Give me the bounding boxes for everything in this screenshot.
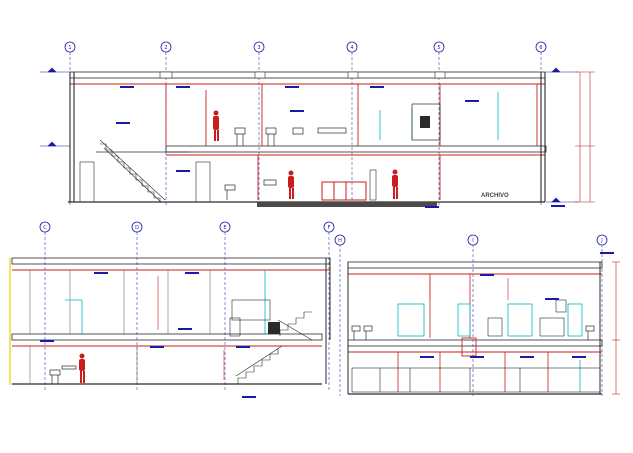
room-label-archive: ARCHIVO <box>481 193 509 199</box>
mid-slab-br <box>347 339 603 347</box>
grid-label: I <box>472 238 473 244</box>
grid-lines-br <box>339 244 603 396</box>
grid-bubble-icon <box>64 41 76 53</box>
annotation-tags-top <box>116 86 565 208</box>
grid-bubble-icon <box>334 234 346 246</box>
grid-label: 4 <box>350 45 353 51</box>
elevation-marker-icon <box>40 67 578 203</box>
door <box>79 161 95 203</box>
grid-bubble-icon <box>467 234 479 246</box>
chair-icon <box>351 325 595 340</box>
grid-lines-top <box>69 52 542 205</box>
chair-icon <box>224 127 347 200</box>
door <box>195 161 211 203</box>
grid-bubble-icon <box>346 41 358 53</box>
grid-label: 2 <box>164 45 167 51</box>
human-figure-icon <box>213 110 219 141</box>
roof-slab-br <box>347 261 603 269</box>
walls-br <box>347 262 601 394</box>
grid-label: E <box>223 225 226 231</box>
glass-panels-br <box>397 303 583 392</box>
stair-core <box>268 322 280 334</box>
annotation-tags-bl <box>40 272 256 398</box>
dimension-lines-br <box>429 261 620 395</box>
stair-icon <box>229 311 313 384</box>
human-figure-icon <box>392 169 398 199</box>
walls-bl <box>325 258 331 384</box>
cabinets-br <box>351 299 601 393</box>
glass-panels-bl <box>65 270 266 334</box>
grid-label: H <box>338 238 342 244</box>
grid-bubbles-top: 1 2 3 4 5 6 <box>64 41 547 53</box>
dimension-lines-right <box>575 71 595 203</box>
grid-bubble-icon <box>596 234 608 246</box>
grid-label: F <box>328 225 331 231</box>
section-bottom-right: H I J <box>334 234 620 396</box>
mid-slab-bl <box>11 333 323 341</box>
grid-lines-bl <box>44 232 330 392</box>
grid-bubble-icon <box>39 221 51 233</box>
roof-slab-top <box>69 71 546 85</box>
landing-bl <box>231 299 271 321</box>
grid-bubble-icon <box>160 41 172 53</box>
stair-icon <box>99 139 166 203</box>
floor-base <box>257 202 437 207</box>
human-figure-icon <box>288 170 294 199</box>
grid-label: 1 <box>68 45 71 51</box>
grid-bubble-icon <box>253 41 265 53</box>
column-box <box>461 337 477 357</box>
red-columns-top <box>165 84 538 200</box>
grid-label: 5 <box>437 45 440 51</box>
grid-label: 3 <box>257 45 260 51</box>
partitions-bl <box>29 270 211 384</box>
elevator <box>411 103 441 141</box>
section-top: 1 2 3 4 5 6 <box>40 41 595 208</box>
grid-label: C <box>43 225 47 231</box>
chair-icon <box>49 365 77 384</box>
grid-bubble-icon <box>535 41 547 53</box>
grid-bubble-icon <box>433 41 445 53</box>
grid-label: D <box>135 225 139 231</box>
reception-counter <box>321 181 367 201</box>
grid-bubble-icon <box>131 221 143 233</box>
mid-slab-top <box>165 145 547 156</box>
annotation-tags-br <box>420 252 614 358</box>
grid-label: J <box>600 238 602 244</box>
walls-top <box>69 72 546 202</box>
section-bottom-left: C D E F <box>9 221 335 398</box>
dimension-lines-bl <box>157 276 225 380</box>
elevator-door <box>420 116 430 128</box>
cabinet <box>369 169 377 201</box>
grid-label: 6 <box>539 45 542 51</box>
grid-bubble-icon <box>323 221 335 233</box>
grid-bubble-icon <box>219 221 231 233</box>
roof-slab-bl <box>11 257 331 265</box>
human-figure-icon <box>79 353 85 383</box>
